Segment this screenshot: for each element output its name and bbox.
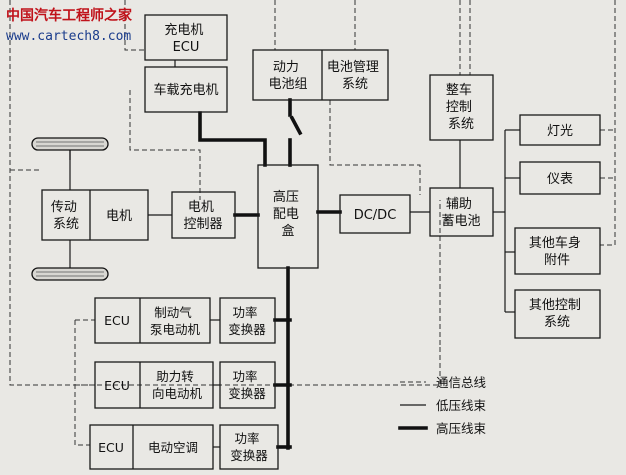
legend-low-voltage-label: 低压线束 (436, 398, 487, 413)
aux-battery-label: 辅助 蓄电池 (441, 197, 480, 229)
vcu-box (429, 74, 494, 141)
other-body-label: 其他车身 附件 (529, 235, 585, 268)
dcdc-label: DC/DC (354, 208, 397, 223)
ecu3-label: ECU (98, 440, 124, 455)
converter1-box (219, 297, 276, 344)
other-control-label: 其他控制 系统 (529, 298, 585, 330)
watermark-line2: www.cartech8.com (6, 29, 131, 44)
instruments-box (519, 161, 601, 195)
transmission-label: 传动 系统 (51, 200, 81, 232)
lights-box (519, 114, 601, 146)
motor-label: 电机 (106, 209, 132, 224)
watermark: 中国汽车工程师之家 www.cartech8.com (6, 7, 133, 44)
bms-label: 电池管理 系统 (327, 60, 383, 92)
charger-ecu-box (144, 14, 228, 61)
converter2-box (219, 361, 276, 409)
motor-controller-box (171, 191, 236, 239)
dcdc-box (339, 194, 411, 234)
brake-pump-motor-label: 制动气 泵电动机 (150, 305, 201, 337)
steering-box (94, 361, 214, 409)
brake-box (94, 297, 211, 344)
converter1-label: 功率 变换器 (228, 305, 266, 337)
converter3-box (219, 424, 279, 470)
hv-box-label: 高压 配电 盒 (273, 189, 303, 239)
other-body-box (514, 227, 601, 275)
onboard-charger-label: 车载充电机 (153, 82, 218, 98)
watermark-line1: 中国汽车工程师之家 (6, 7, 133, 24)
legend: 通信总线 低压线束 高压线束 (398, 375, 487, 436)
comm-bus-lines (9, 0, 616, 446)
onboard-charger-box (144, 66, 228, 113)
instruments-label: 仪表 (547, 172, 573, 187)
aux-battery-box (429, 187, 494, 237)
hv-box (257, 164, 319, 269)
wheel-bottom-icon (31, 267, 109, 281)
battery-box (252, 49, 389, 101)
other-control-box (514, 289, 601, 339)
motor-controller-label: 电机 控制器 (183, 200, 222, 232)
ac-box (89, 424, 214, 470)
ecu2-label: ECU (104, 378, 130, 393)
steering-motor-label: 助力转 向电动机 (152, 369, 203, 401)
legend-high-voltage-label: 高压线束 (436, 421, 487, 436)
legend-comm-bus-label: 通信总线 (436, 375, 487, 390)
ecu1-label: ECU (104, 313, 130, 328)
drive-box (41, 189, 149, 241)
ac-label: 电动空调 (148, 440, 198, 455)
vcu-label: 整车 控制 系统 (446, 82, 476, 132)
converter3-label: 功率 变换器 (230, 431, 268, 463)
battery-pack-label: 动力 电池组 (268, 60, 307, 92)
charger-ecu-label: 充电机 ECU (164, 22, 207, 55)
converter2-label: 功率 变换器 (228, 369, 266, 401)
lights-label: 灯光 (547, 124, 573, 139)
high-voltage-lines (198, 98, 342, 450)
wheel-top-icon (31, 137, 109, 160)
